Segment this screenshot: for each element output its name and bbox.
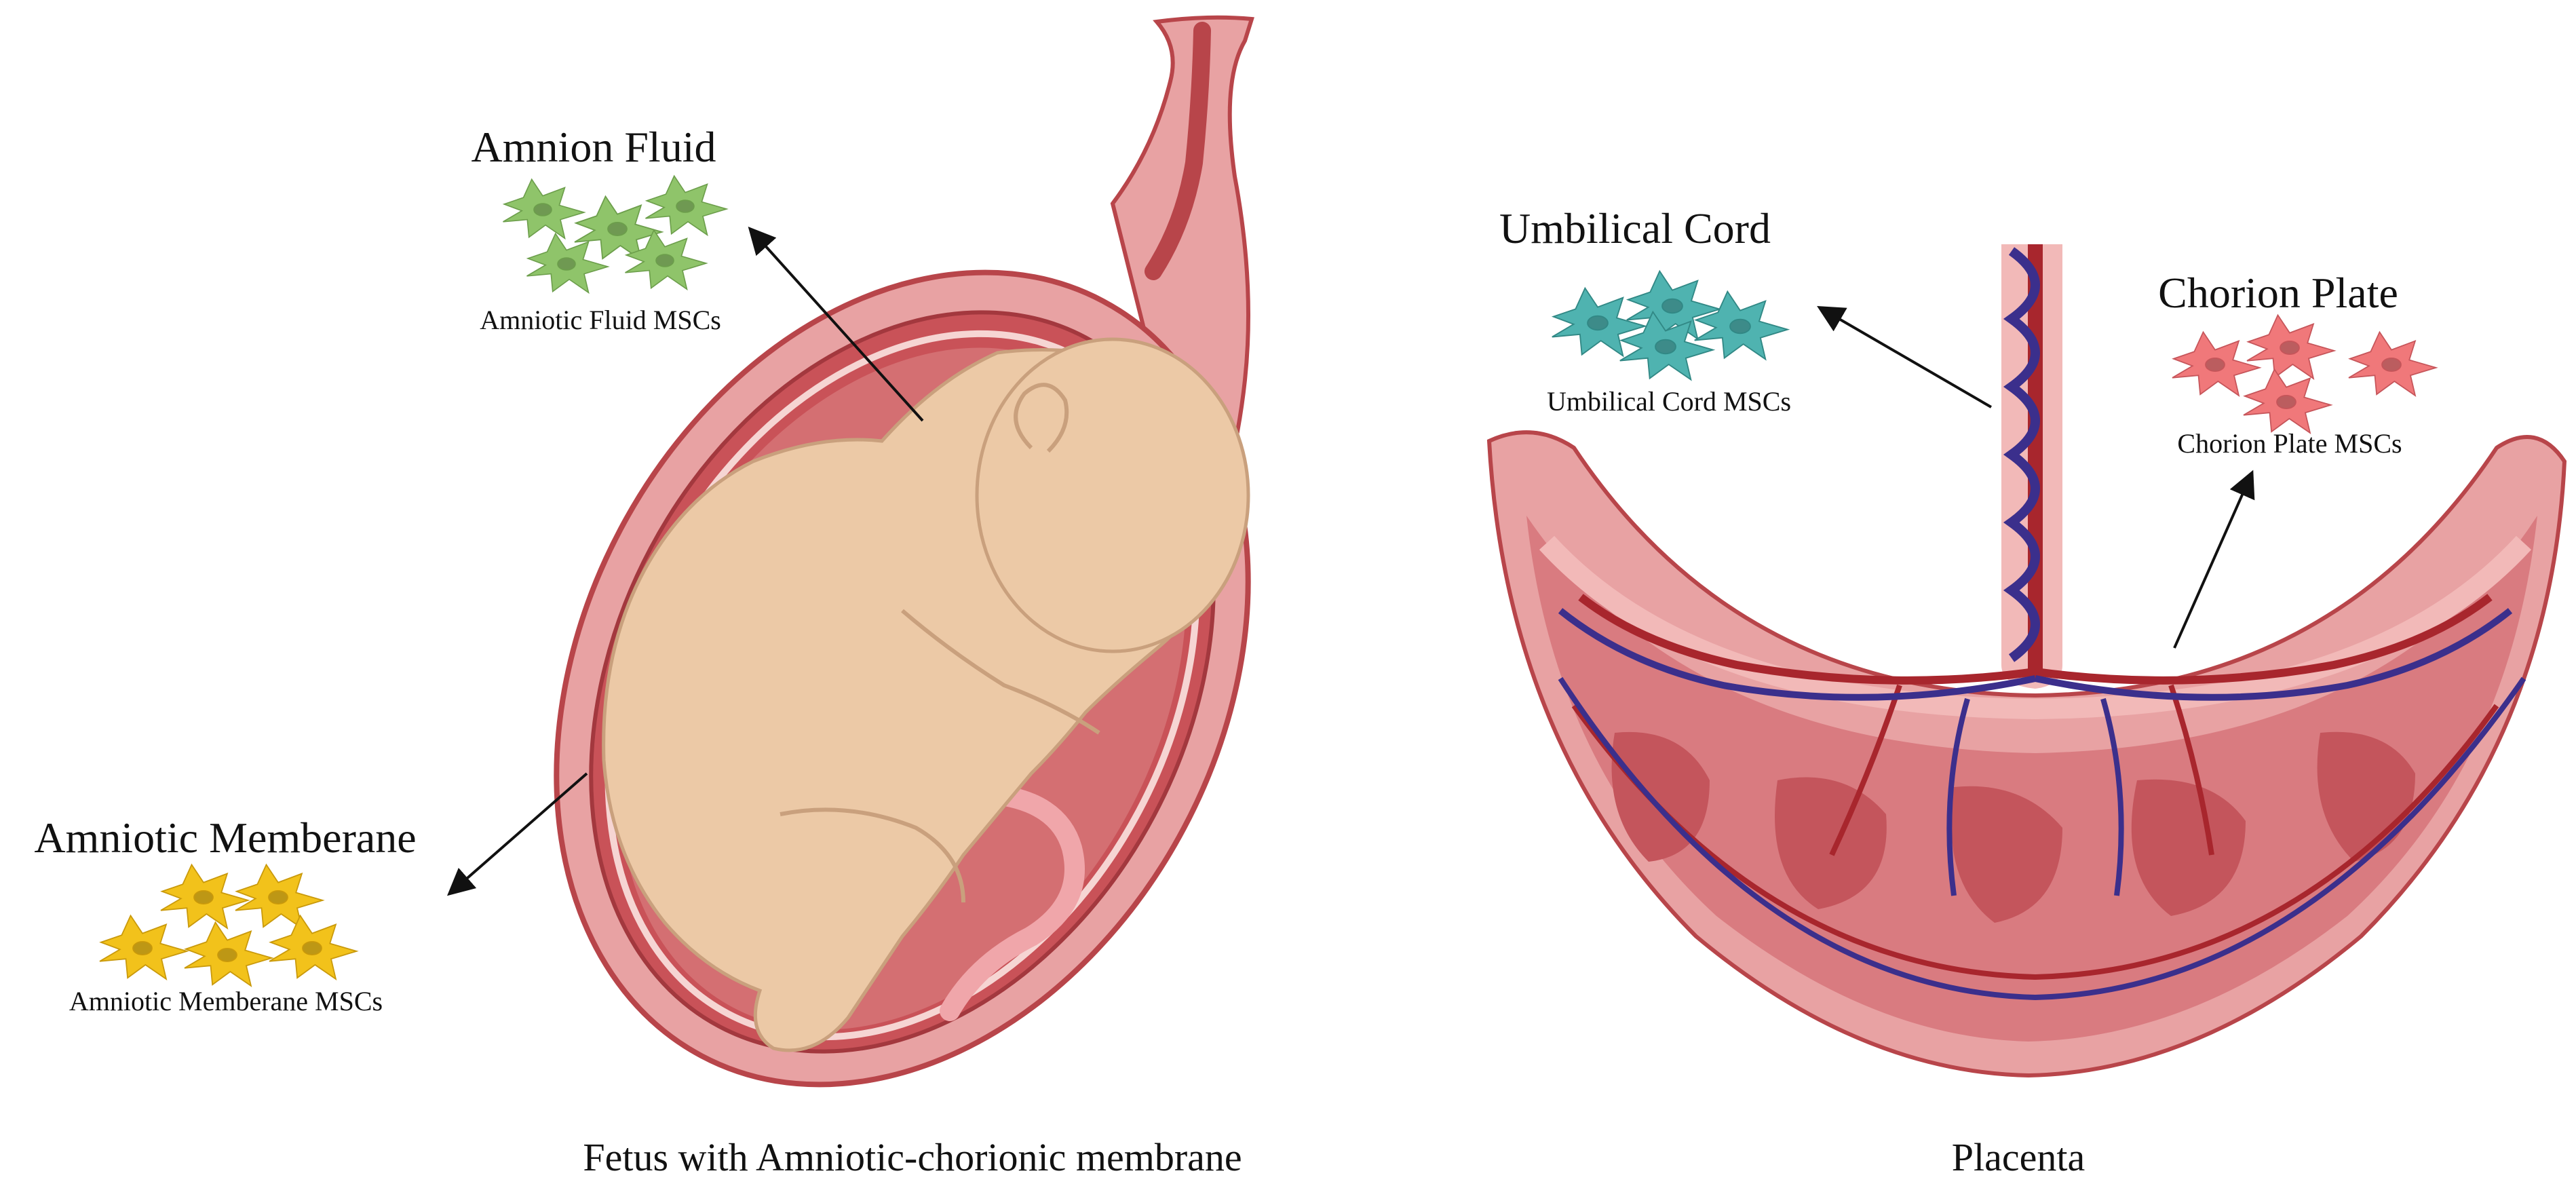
fetus-leg — [780, 807, 965, 903]
label-chorion-plate-mscs: Chorion Plate MSCs — [2177, 428, 2402, 459]
cord-vein-coil — [2003, 247, 2040, 662]
amniotic-fluid-cells — [502, 175, 727, 294]
vein-branch — [1558, 608, 2037, 701]
umbilical-cord-cells — [1551, 270, 1788, 381]
label-umbilical-cord: Umbilical Cord — [1499, 204, 1771, 252]
label-amniotic-fluid-mscs: Amniotic Fluid MSCs — [480, 305, 721, 335]
vein-branch — [1946, 698, 1970, 896]
vein-branch — [2034, 608, 2513, 701]
vein-branch — [1558, 676, 2526, 1001]
arrow-amnion-fluid — [748, 227, 924, 422]
cotyledon — [1775, 777, 1887, 909]
fetus-ear — [1014, 383, 1069, 453]
fetus-head — [975, 337, 1250, 653]
vein-branch — [2100, 698, 2124, 896]
artery-branch — [1829, 684, 1902, 856]
artery-branch — [1571, 704, 2499, 980]
uterus-illustration — [554, 15, 1254, 1088]
cotyledon — [2131, 779, 2246, 916]
label-umbilical-cord-mscs: Umbilical Cord MSCs — [1546, 386, 1792, 417]
caption-fetus: Fetus with Amniotic-chorionic membrane — [583, 1135, 1242, 1179]
placenta-illustration — [1486, 244, 2567, 1078]
label-amnion-fluid: Amnion Fluid — [471, 123, 716, 171]
inner-cord — [940, 784, 1085, 1021]
cotyledon — [1951, 786, 2062, 923]
arrow-amniotic-memberane — [446, 772, 588, 896]
artery-branch — [2035, 594, 2493, 685]
fetus-arm — [901, 609, 1100, 735]
arrow-umbilical-cord — [1817, 305, 1993, 408]
chorion-plate-cells — [2172, 314, 2437, 434]
chorion-plate-band — [1539, 535, 2532, 720]
artery-branch — [1578, 594, 2036, 685]
label-chorion-plate: Chorion Plate — [2158, 269, 2398, 317]
amniotic-memberane-cells — [99, 864, 358, 987]
arrow-chorion-plate — [2173, 470, 2255, 649]
label-amniotic-memberane-mscs: Amniotic Memberane MSCs — [69, 986, 383, 1016]
artery-branch — [2168, 684, 2214, 856]
cervix-canal — [1145, 22, 1211, 280]
caption-placenta: Placenta — [1951, 1135, 2085, 1179]
label-amniotic-memberane: Amniotic Memberane — [34, 814, 417, 862]
